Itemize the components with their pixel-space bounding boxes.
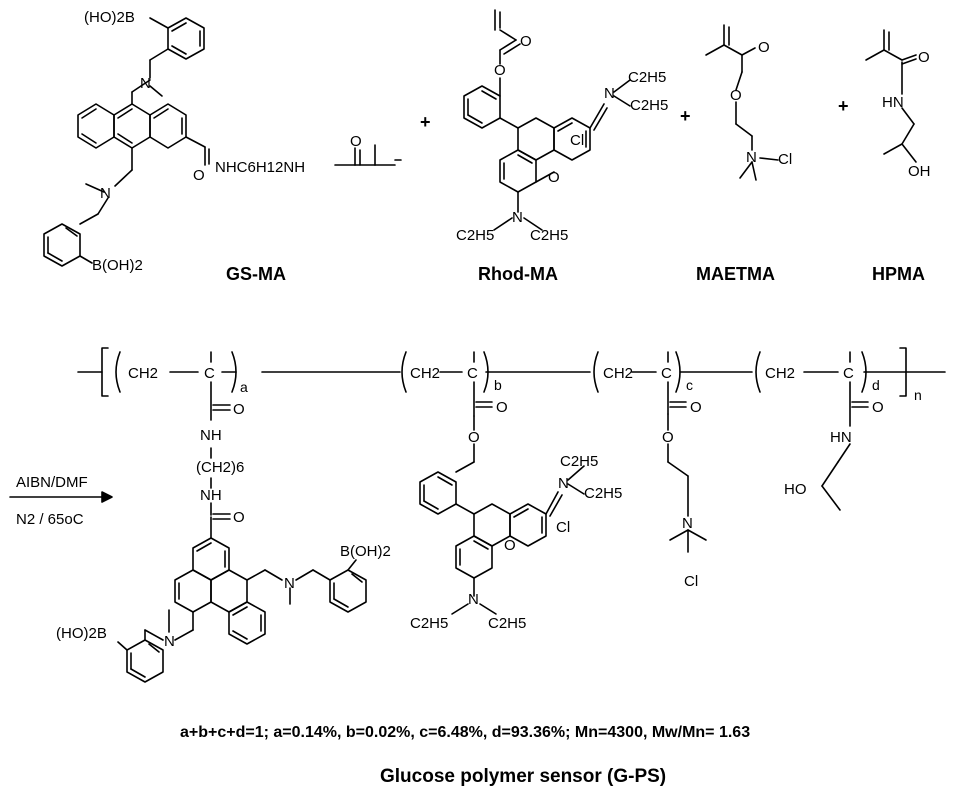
unit-a-structure bbox=[117, 381, 367, 683]
hpma-oh: OH bbox=[908, 163, 931, 180]
maetma-ester-o: O bbox=[730, 87, 742, 104]
plus-sign-2: + bbox=[680, 106, 691, 126]
subscript-b: b bbox=[494, 377, 502, 393]
reagent-label: AIBN/DMF bbox=[16, 474, 88, 491]
hpma-nh: HN bbox=[882, 94, 904, 111]
gs-ma-carbonyl-o: O bbox=[193, 167, 205, 184]
backbone-c-d: C bbox=[843, 365, 854, 382]
unit-b-ethyl-1: C2H5 bbox=[560, 453, 598, 470]
backbone-ch2-d: CH2 bbox=[765, 365, 795, 382]
rhod-ma-carbonyl-o: O bbox=[520, 33, 532, 50]
gs-ma-name: GS-MA bbox=[226, 264, 286, 284]
unit-a-nitrogen-right: N bbox=[284, 575, 295, 592]
plus-sign-1: + bbox=[420, 112, 431, 132]
gs-ma-boronic-bottom: B(OH)2 bbox=[92, 257, 143, 274]
maetma-carbonyl-o: O bbox=[758, 39, 770, 56]
unit-d-ho: HO bbox=[784, 481, 807, 498]
unit-a-linker: (CH2)6 bbox=[196, 459, 244, 476]
unit-c-ester-o: O bbox=[662, 429, 674, 446]
backbone-ch2-a: CH2 bbox=[128, 365, 158, 382]
gs-ma-boronic-top: (HO)2B bbox=[84, 9, 135, 26]
backbone-ch2-b: CH2 bbox=[410, 365, 440, 382]
unit-b-structure bbox=[419, 381, 585, 615]
unit-c-structure bbox=[667, 381, 707, 553]
backbone-c-a: C bbox=[204, 365, 215, 382]
unit-c-carbonyl-o: O bbox=[690, 399, 702, 416]
unit-b-amine-top: N bbox=[558, 475, 569, 492]
backbone-c-b: C bbox=[467, 365, 478, 382]
unit-b-ester-o: O bbox=[468, 429, 480, 446]
maetma-nitrogen: N bbox=[746, 149, 757, 166]
unit-a-boronic-right: B(OH)2 bbox=[340, 543, 391, 560]
figure-title: Glucose polymer sensor (G-PS) bbox=[380, 766, 667, 787]
reaction-arrow bbox=[9, 491, 113, 503]
maetma-chloride: Cl bbox=[778, 151, 792, 168]
rhod-ma-amine-bottom: N bbox=[512, 209, 523, 226]
rhod-ma-ethyl-2: C2H5 bbox=[630, 97, 668, 114]
unit-b-ethyl-4: C2H5 bbox=[488, 615, 526, 632]
gs-ma-nitrogen-bottom: N bbox=[100, 185, 111, 202]
gs-ma-structure bbox=[43, 17, 402, 267]
rhod-ma-ethyl-3: C2H5 bbox=[456, 227, 494, 244]
unit-b-ring-o: O bbox=[504, 537, 516, 554]
subscript-d: d bbox=[872, 377, 880, 393]
hpma-carbonyl-o: O bbox=[918, 49, 930, 66]
rhod-ma-ring-o: O bbox=[548, 169, 560, 186]
unit-d-structure bbox=[821, 381, 869, 511]
rhod-ma-chloride: Cl bbox=[570, 132, 584, 149]
rhod-ma-structure bbox=[463, 9, 631, 231]
unit-a-carbonyl-o: O bbox=[233, 401, 245, 418]
composition-summary: a+b+c+d=1; a=0.14%, b=0.02%, c=6.48%, d=… bbox=[180, 724, 751, 741]
hpma-name: HPMA bbox=[872, 264, 925, 284]
maetma-name: MAETMA bbox=[696, 264, 775, 284]
unit-a-nh2: NH bbox=[200, 487, 222, 504]
unit-b-ethyl-3: C2H5 bbox=[410, 615, 448, 632]
unit-a-carbonyl-o2: O bbox=[233, 509, 245, 526]
unit-c-chloride: Cl bbox=[684, 573, 698, 590]
unit-a-nitrogen-left: N bbox=[164, 633, 175, 650]
rhod-ma-amine-top: N bbox=[604, 85, 615, 102]
unit-b-ethyl-2: C2H5 bbox=[584, 485, 622, 502]
rhod-ma-name: Rhod-MA bbox=[478, 264, 558, 284]
gs-ma-linker: NHC6H12NH bbox=[215, 159, 305, 176]
rhod-ma-ethyl-1: C2H5 bbox=[628, 69, 666, 86]
backbone-ch2-c: CH2 bbox=[603, 365, 633, 382]
gs-ma-methacryl-o: O bbox=[350, 133, 362, 150]
subscript-c: c bbox=[686, 377, 693, 393]
rhod-ma-ester-o: O bbox=[494, 62, 506, 79]
gs-ma-nitrogen-top: N bbox=[140, 75, 151, 92]
plus-sign-3: + bbox=[838, 96, 849, 116]
unit-a-boronic-left: (HO)2B bbox=[56, 625, 107, 642]
conditions-label: N2 / 65oC bbox=[16, 511, 84, 528]
hpma-structure bbox=[865, 29, 917, 163]
unit-d-nh: HN bbox=[830, 429, 852, 446]
unit-d-carbonyl-o: O bbox=[872, 399, 884, 416]
subscript-a: a bbox=[240, 379, 248, 395]
unit-b-carbonyl-o: O bbox=[496, 399, 508, 416]
unit-a-nh: NH bbox=[200, 427, 222, 444]
rhod-ma-ethyl-4: C2H5 bbox=[530, 227, 568, 244]
unit-c-nitrogen: N bbox=[682, 515, 693, 532]
repeat-n: n bbox=[914, 387, 922, 403]
polymer-backbone bbox=[77, 347, 946, 397]
unit-b-amine-bottom: N bbox=[468, 591, 479, 608]
backbone-c-c: C bbox=[661, 365, 672, 382]
maetma-structure bbox=[705, 24, 779, 181]
unit-b-chloride: Cl bbox=[556, 519, 570, 536]
